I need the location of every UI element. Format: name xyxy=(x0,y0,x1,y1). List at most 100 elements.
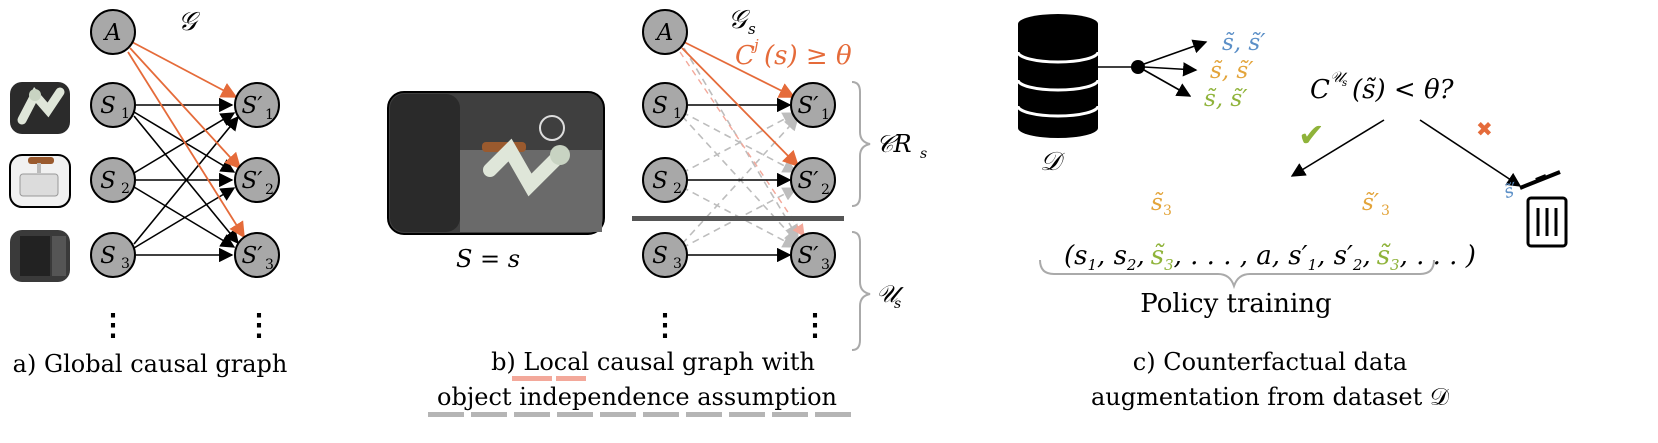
sample-green: s̃, s̃′ xyxy=(1204,86,1248,112)
edge-salmon-dashed xyxy=(679,51,805,238)
brace-tuple xyxy=(1039,259,1435,290)
svg-text:S: S xyxy=(652,243,668,269)
thumbnail-microwave xyxy=(10,230,70,282)
edges-black-b xyxy=(688,97,792,263)
svg-text:2: 2 xyxy=(121,181,130,197)
cross-icon: ✖ xyxy=(1476,117,1493,141)
svg-text:2: 2 xyxy=(673,181,682,197)
caption-a: a) Global causal graph xyxy=(13,350,288,378)
svg-text:S′: S′ xyxy=(242,93,264,119)
sample-blue: s̃, s̃′ xyxy=(1222,30,1266,56)
svg-text:s̃′: s̃′ xyxy=(1362,190,1380,216)
brace-cr xyxy=(851,81,871,207)
edges-black xyxy=(133,97,239,263)
trajectory-tuple: (s1, s2,s̃3, . . . , a, s′1, s′2,s̃3, . … xyxy=(1064,241,1476,274)
arrow-accept xyxy=(1290,119,1385,177)
node-b-S2-prime: S′ 2 xyxy=(790,157,836,203)
panel-a-global-graph: A S 1 S 2 S 3 S′ 1 S′ 2 S′ xyxy=(9,7,288,378)
graph-symbol-Gs: 𝒢 s xyxy=(728,5,756,38)
svg-text:s: s xyxy=(748,20,756,38)
svg-text:S′: S′ xyxy=(798,168,820,194)
svg-text:3: 3 xyxy=(673,256,682,272)
u-label: 𝒰 s xyxy=(876,280,904,312)
svg-text:1: 1 xyxy=(121,106,130,122)
caption-b: b) Local causal graph with object indepe… xyxy=(428,348,851,417)
caption-c-line2: augmentation from dataset 𝒟 xyxy=(1091,383,1450,411)
svg-text:3: 3 xyxy=(1381,203,1390,219)
svg-text:(s1, s2,s̃3, . . . , a, s′1, s: (s1, s2,s̃3, . . . , a, s′1, s′2,s̃3, . … xyxy=(1064,241,1476,274)
svg-text:(s) ≥ θ: (s) ≥ θ xyxy=(764,41,852,71)
thumbnail-pot xyxy=(9,154,71,208)
separator-bar xyxy=(632,216,844,221)
svg-text:3: 3 xyxy=(1163,203,1172,219)
overset-s3p: s̃′ 3 xyxy=(1362,190,1390,219)
svg-text:s̃: s̃ xyxy=(1151,190,1164,216)
node-S2-prime: S′ 2 xyxy=(234,157,280,203)
node-b-S1: S 1 xyxy=(642,82,688,128)
node-S1: S 1 xyxy=(90,82,136,128)
svg-text:1: 1 xyxy=(265,107,274,123)
svg-text:(s̃) < θ?: (s̃) < θ? xyxy=(1352,75,1455,105)
thumbnail-robot-arm xyxy=(10,82,70,134)
sample-dot xyxy=(1131,60,1145,74)
ellipsis-right: ⋮ xyxy=(244,308,274,343)
svg-text:S′: S′ xyxy=(798,93,820,119)
svg-text:A: A xyxy=(103,20,122,46)
svg-text:2: 2 xyxy=(821,182,830,198)
svg-text:S: S xyxy=(652,168,668,194)
panel-b-local-graph: S = s A S xyxy=(387,5,927,417)
graph-symbol-G: 𝒢 xyxy=(178,7,201,37)
node-A: A xyxy=(90,9,136,55)
scene-image xyxy=(387,91,605,235)
svg-text:𝒞R: 𝒞R xyxy=(876,130,912,158)
ellipsis-b-left: ⋮ xyxy=(650,308,680,343)
svg-text:C: C xyxy=(1310,75,1330,105)
svg-text:C: C xyxy=(735,41,755,71)
svg-text:S: S xyxy=(652,93,668,119)
svg-text:𝒰: 𝒰 xyxy=(1330,68,1348,86)
node-b-S3: S 3 xyxy=(642,232,688,278)
database-icon xyxy=(1016,14,1100,138)
svg-text:𝒢: 𝒢 xyxy=(728,5,751,35)
caption-c-line1: c) Counterfactual data xyxy=(1133,348,1407,376)
svg-text:3: 3 xyxy=(821,257,830,273)
sample-yellow: s̃, s̃′ xyxy=(1210,58,1254,84)
panel-c-augmentation: 𝒟 s̃, s̃′ s̃, s̃′ s̃, s̃′ C 𝒰 s (s̃) < θ… xyxy=(1016,14,1568,411)
svg-text:s: s xyxy=(894,296,901,312)
sample-list: s̃, s̃′ s̃, s̃′ s̃, s̃′ xyxy=(1204,30,1266,112)
arrow-reject xyxy=(1419,119,1522,187)
policy-label: Policy training xyxy=(1140,289,1331,319)
condition-c: C 𝒰 s (s̃) < θ? xyxy=(1310,68,1455,105)
node-b-S3-prime: S′ 3 xyxy=(790,232,836,278)
svg-text:S′: S′ xyxy=(242,168,264,194)
svg-text:S: S xyxy=(100,243,116,269)
state-label: S = s xyxy=(456,245,520,273)
svg-text:S: S xyxy=(100,93,116,119)
node-S3-prime: S′ 3 xyxy=(234,232,280,278)
svg-text:A: A xyxy=(655,20,674,46)
brace-u xyxy=(851,231,871,351)
svg-text:b) Local causal graph with: b) Local causal graph with xyxy=(491,348,815,376)
dataset-label: 𝒟 xyxy=(1040,147,1065,177)
condition-label: C j (s) ≥ θ xyxy=(735,36,852,71)
svg-text:1: 1 xyxy=(673,106,682,122)
svg-text:s: s xyxy=(920,146,927,162)
trash-icon xyxy=(1519,170,1568,248)
node-S3: S 3 xyxy=(90,232,136,278)
node-b-S2: S 2 xyxy=(642,157,688,203)
svg-text:j: j xyxy=(751,36,759,54)
svg-text:S: S xyxy=(100,168,116,194)
overset-s3: s̃ 3 xyxy=(1151,190,1172,219)
svg-text:1: 1 xyxy=(821,107,830,123)
node-b-A: A xyxy=(642,9,688,55)
sample-arrows xyxy=(1143,39,1208,97)
node-S1-prime: S′ 1 xyxy=(234,82,280,128)
svg-text:3: 3 xyxy=(121,256,130,272)
node-S2: S 2 xyxy=(90,157,136,203)
ellipsis-left: ⋮ xyxy=(98,308,128,343)
edges-orange xyxy=(127,41,245,239)
svg-text:S′: S′ xyxy=(798,243,820,269)
trash-label: s̃′ xyxy=(1501,179,1521,203)
ellipsis-b-right: ⋮ xyxy=(800,308,830,343)
